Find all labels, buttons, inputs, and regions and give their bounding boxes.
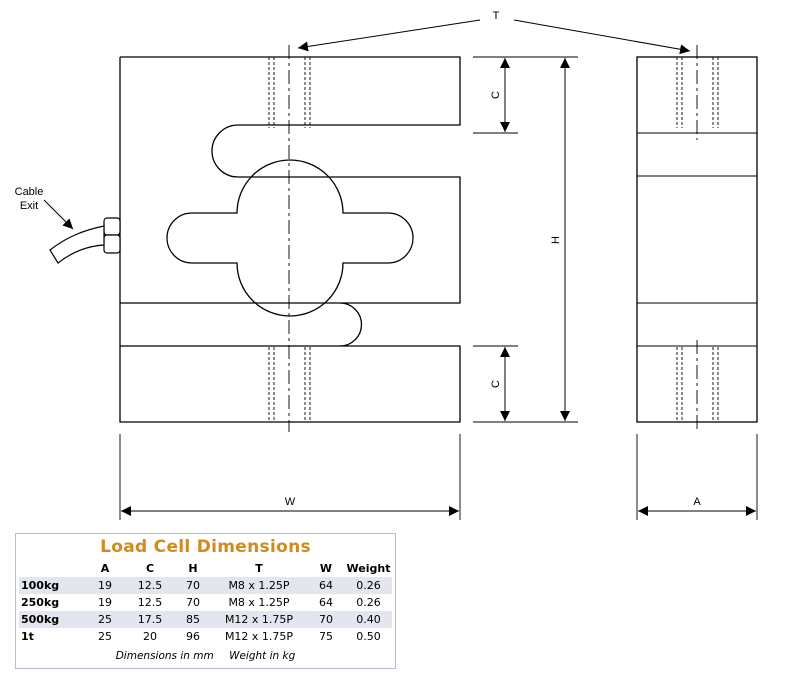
header-c: C [145, 562, 155, 575]
front-view-body [119, 56, 461, 423]
t-arrow-right [513, 19, 691, 55]
label-h: H [550, 236, 562, 244]
cell-a: 25 [98, 630, 112, 643]
cable-exit-label-1: Cable [15, 186, 44, 198]
cell-c: 17.5 [125, 611, 175, 628]
header-capacity [19, 560, 85, 577]
cell-w: 64 [307, 577, 345, 594]
cell-weight: 0.40 [345, 611, 392, 628]
cell-c: 20 [143, 630, 157, 643]
cell-t: M8 x 1.25P [228, 596, 290, 609]
label-c-top: C [490, 91, 502, 99]
thread-lines-front-top [268, 57, 311, 128]
center-slot [166, 159, 414, 317]
cable-fitting [49, 217, 121, 264]
cable-exit-label-2: Exit [20, 200, 38, 212]
row-capacity: 500kg [19, 611, 85, 628]
table-row: 1t 25 20 96 M12 x 1.75P 75 0.50 [19, 628, 392, 645]
cell-t: M12 x 1.75P [211, 611, 307, 628]
cell-t: M8 x 1.25P [211, 577, 307, 594]
label-t: T [493, 10, 500, 22]
cell-weight: 0.26 [345, 577, 392, 594]
cell-w: 75 [319, 630, 333, 643]
header-a: A [100, 562, 110, 575]
cable-exit-arrow [43, 199, 74, 230]
table-row: 250kg 19 12.5 70 M8 x 1.25P 64 0.26 [19, 594, 392, 611]
row-capacity: 100kg [19, 577, 85, 594]
footnote-dimensions: Dimensions in mm [115, 650, 214, 662]
cell-h: 85 [175, 611, 211, 628]
cell-a: 19 [98, 596, 112, 609]
cell-h: 70 [186, 596, 200, 609]
row-capacity: 250kg [21, 596, 60, 609]
thread-lines-side-bottom [676, 347, 719, 422]
cell-w: 70 [307, 611, 345, 628]
cell-c: 12.5 [125, 577, 175, 594]
side-view-bands [637, 132, 757, 347]
table-row: 500kg 25 17.5 85 M12 x 1.75P 70 0.40 [19, 611, 392, 628]
label-a: A [693, 496, 701, 508]
a-extension-lines [636, 434, 758, 520]
header-weight: Weight [346, 562, 391, 575]
cell-weight: 0.26 [356, 596, 381, 609]
row-capacity: 1t [21, 630, 34, 643]
cell-a: 19 [85, 577, 125, 594]
table-header-row: A C H T W Weight [19, 560, 392, 577]
table-footnote: Dimensions in mm Weight in kg [16, 650, 395, 662]
header-w: W [319, 562, 333, 575]
label-w: W [285, 496, 296, 508]
cell-t: M12 x 1.75P [224, 630, 294, 643]
dimensions-table: A C H T W Weight 100kg 19 12.5 70 M8 x 1… [19, 560, 392, 645]
t-arrow-left [297, 19, 481, 52]
dimensions-table-panel: Load Cell Dimensions A C H T W Weight 10… [15, 533, 396, 669]
footnote-weight: Weight in kg [229, 650, 296, 662]
table-title: Load Cell Dimensions [100, 537, 311, 557]
cell-h: 70 [175, 577, 211, 594]
cell-weight: 0.50 [356, 630, 381, 643]
cell-w: 64 [319, 596, 333, 609]
extension-lines [473, 56, 578, 423]
cell-h: 96 [186, 630, 200, 643]
thread-lines-front-bottom [268, 347, 311, 422]
thread-lines-side-top [676, 57, 719, 128]
header-t: T [255, 562, 263, 575]
header-h: H [188, 562, 198, 575]
cell-c: 12.5 [137, 596, 163, 609]
label-c-bottom: C [490, 380, 502, 388]
w-extension-lines [119, 434, 461, 520]
table-row: 100kg 19 12.5 70 M8 x 1.25P 64 0.26 [19, 577, 392, 594]
cell-a: 25 [85, 611, 125, 628]
